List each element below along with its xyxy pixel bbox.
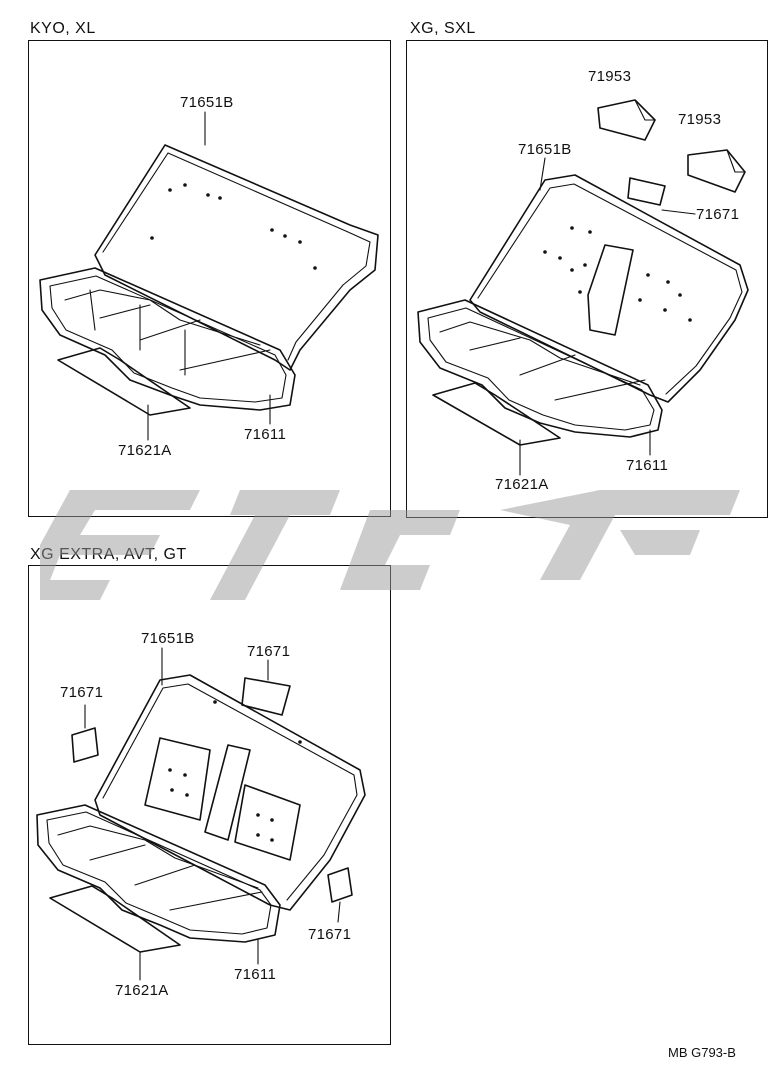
part-label-headrest-cover-2: 71671 [696,206,740,223]
cushion-cover-drawing-3 [49,885,181,953]
backrest-drawing-3 [94,674,366,911]
part-label-cushion-cover-2: 71621A [495,476,549,493]
trim-drawing-2a [597,99,656,141]
part-label-trim-b-2: 71953 [678,111,722,128]
trim-drawing-2b [687,149,746,193]
part-label-cushion-2: 71611 [626,457,669,474]
part-label-headrest-cover-left-3: 71671 [60,684,104,701]
part-label-backrest-1: 71651B [180,94,234,111]
part-label-cushion-1: 71611 [244,426,287,443]
panel-kyo-xl [28,40,391,517]
panel-title-xg-sxl: XG, SXL [410,20,476,37]
headrest-cover-left-3 [71,727,99,763]
part-label-cushion-3: 71611 [234,966,277,983]
part-label-backrest-2: 71651B [518,141,572,158]
watermark-logo [40,470,760,620]
panel-title-kyo-xl: KYO, XL [30,20,96,37]
part-label-trim-a-2: 71953 [588,68,632,85]
part-label-cushion-cover-1: 71621A [118,442,172,459]
cushion-cover-drawing-2 [432,382,561,446]
part-label-cushion-cover-3: 71621A [115,982,169,999]
headrest-cover-right-3 [327,867,353,903]
part-label-headrest-cover-top-3: 71671 [247,643,291,660]
cushion-drawing-1 [39,267,296,411]
cushion-drawing-3 [36,804,281,943]
cushion-drawing-2 [417,299,663,438]
part-label-headrest-cover-right-3: 71671 [308,926,352,943]
cushion-cover-drawing-1 [57,347,191,416]
backrest-drawing-1 [94,144,379,371]
drawing-code: MB G793-B [668,1045,736,1060]
part-label-backrest-3: 71651B [141,630,195,647]
panel-xg-extra [28,565,391,1045]
